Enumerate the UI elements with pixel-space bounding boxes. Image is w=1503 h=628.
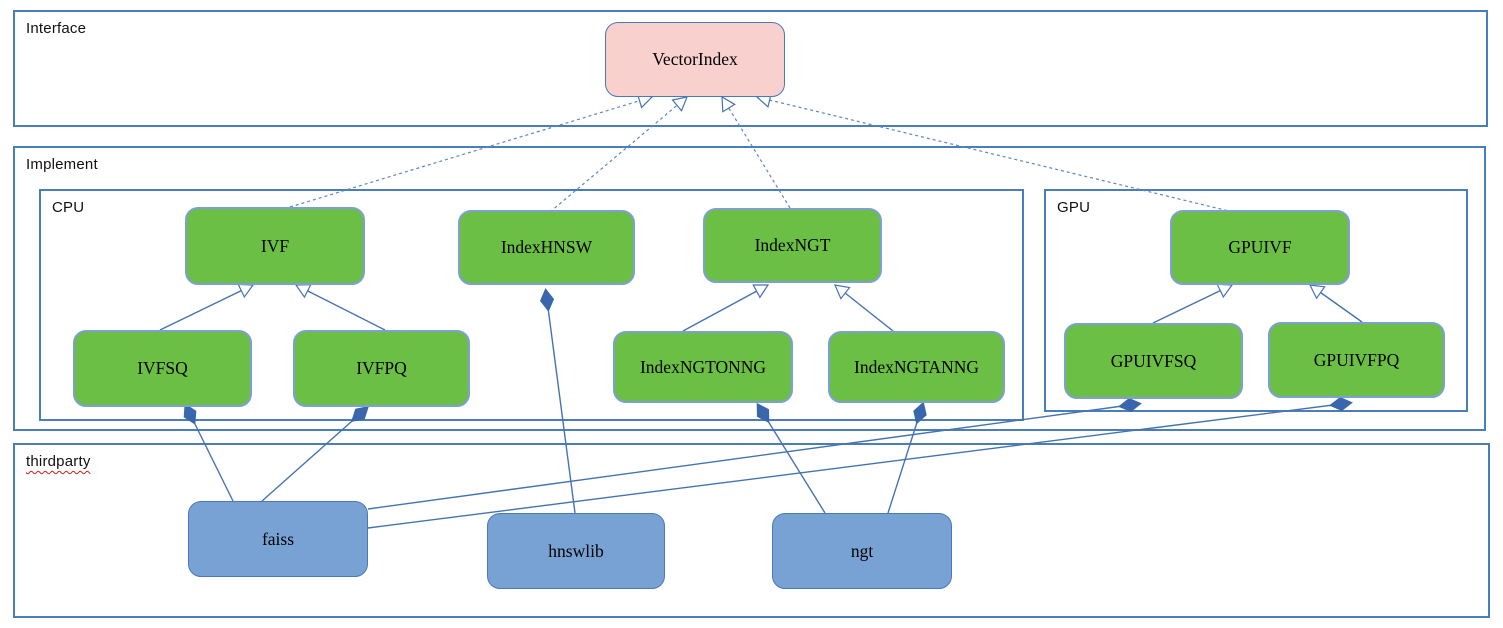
edge-ivf-vectorindex xyxy=(289,93,654,208)
node-gpuivf-label: GPUIVF xyxy=(1228,237,1292,257)
composition-diamond-icon xyxy=(351,406,369,422)
container-thirdparty: thirdparty xyxy=(13,443,1490,618)
edge-gpuivf-vectorindex xyxy=(755,92,1234,213)
edge-faiss-gpuivfpq xyxy=(367,396,1353,529)
edge-indexngtonng-indexngt xyxy=(682,284,770,332)
composition-diamond-icon xyxy=(1118,397,1142,413)
node-indexngtonng: IndexNGTONNG xyxy=(613,331,793,403)
edge-gpuivfpq-gpuivf xyxy=(1308,284,1363,323)
realization-arrowhead-icon xyxy=(671,96,688,112)
container-gpu: GPU xyxy=(1044,189,1468,412)
node-vectorindex: VectorIndex xyxy=(605,22,785,97)
node-ngt: ngt xyxy=(772,513,952,589)
node-hnswlib: hnswlib xyxy=(487,513,665,589)
edge-ivfpq-ivf xyxy=(294,283,386,331)
generalization-arrowhead-icon xyxy=(834,284,851,300)
edge-ngt-indexngtonng xyxy=(756,402,826,514)
node-gpuivfpq: GPUIVFPQ xyxy=(1268,322,1445,398)
edge-gpuivfsq-gpuivf xyxy=(1152,283,1234,324)
container-thirdparty-label: thirdparty xyxy=(26,453,91,470)
node-indexngtanng: IndexNGTANNG xyxy=(828,331,1005,403)
edge-indexngtanng-indexngt xyxy=(834,284,894,332)
container-cpu: CPU xyxy=(39,189,1024,421)
edge-faiss-gpuivfsq xyxy=(367,397,1142,510)
composition-diamond-icon xyxy=(183,403,197,425)
node-indexngtonng-label: IndexNGTONNG xyxy=(639,356,767,377)
node-ivfpq: IVFPQ xyxy=(293,330,470,407)
generalization-arrowhead-icon xyxy=(752,284,770,299)
node-faiss-label: faiss xyxy=(261,528,295,549)
realization-arrowhead-icon xyxy=(721,95,736,113)
edge-faiss-ivfsq xyxy=(183,403,234,502)
node-ngt-label: ngt xyxy=(850,540,874,561)
container-interface-label: Interface xyxy=(26,20,87,37)
container-implement: Implement xyxy=(13,146,1486,431)
node-hnswlib-label: hnswlib xyxy=(548,540,604,561)
node-indexngt-label: IndexNGT xyxy=(754,235,831,255)
node-ivf: IVF xyxy=(185,207,365,285)
edge-indexngt-vectorindex xyxy=(721,95,791,209)
node-faiss: faiss xyxy=(188,501,368,577)
container-implement-label: Implement xyxy=(26,156,98,173)
composition-diamond-icon xyxy=(913,401,927,425)
node-gpuivfsq: GPUIVFSQ xyxy=(1064,323,1243,399)
composition-diamond-icon xyxy=(539,288,555,312)
generalization-arrowhead-icon xyxy=(1308,284,1326,300)
node-indexhnsw-label: IndexHNSW xyxy=(500,237,593,257)
edge-ngt-indexngtanng xyxy=(887,401,927,514)
edge-faiss-ivfpq xyxy=(261,406,369,502)
node-ivfsq: IVFSQ xyxy=(73,330,252,407)
node-gpuivfpq-label: GPUIVFPQ xyxy=(1313,349,1400,370)
node-vectorindex-label: VectorIndex xyxy=(652,49,738,69)
node-indexngtanng-label: IndexNGTANNG xyxy=(854,356,979,377)
container-gpu-label: GPU xyxy=(1057,199,1091,216)
node-indexhnsw: IndexHNSW xyxy=(458,210,635,285)
node-indexngt: IndexNGT xyxy=(703,208,882,283)
edge-indexhnsw-vectorindex xyxy=(549,96,688,213)
node-ivfsq-label: IVFSQ xyxy=(137,358,188,378)
node-ivfpq-label: IVFPQ xyxy=(356,358,407,378)
container-cpu-label: CPU xyxy=(52,199,85,216)
composition-diamond-icon xyxy=(756,402,770,424)
container-interface: Interface xyxy=(13,10,1488,127)
edge-ivfsq-ivf xyxy=(159,283,255,331)
node-gpuivf: GPUIVF xyxy=(1170,210,1350,285)
composition-diamond-icon xyxy=(1329,396,1353,412)
node-gpuivfsq-label: GPUIVFSQ xyxy=(1110,350,1197,371)
node-ivf-label: IVF xyxy=(260,235,290,256)
edge-hnswlib-indexhnsw xyxy=(539,288,576,514)
